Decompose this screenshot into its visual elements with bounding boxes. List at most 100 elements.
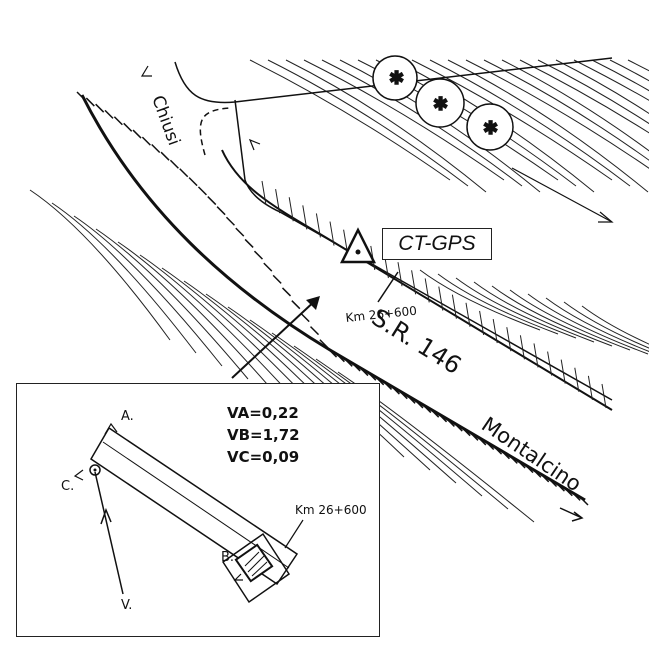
km-pointer: [377, 271, 399, 303]
value-va: VA=0,22: [227, 404, 299, 422]
edge-tooth: [169, 159, 179, 169]
gps-station-label: CT-GPS: [382, 228, 492, 260]
embankment-hatching: [261, 180, 607, 409]
hatch-line: [581, 305, 649, 345]
edge-tooth: [281, 287, 292, 297]
edge-tooth: [235, 227, 245, 237]
hatch-line: [429, 59, 631, 187]
edge-tooth: [225, 216, 235, 226]
arrow-head-icon: [248, 138, 261, 151]
edge-tooth: [343, 357, 353, 367]
edge-tooth: [244, 238, 254, 248]
edge-tooth: [540, 473, 550, 483]
hatch-line: [249, 59, 451, 181]
tree-icon: [415, 78, 465, 128]
road-edge-teeth: [76, 91, 589, 506]
slope-stroke: [492, 318, 498, 344]
edge-tooth: [95, 103, 105, 113]
hatch-line: [563, 301, 649, 349]
slope-stroke: [315, 213, 321, 238]
hatch-line: [447, 59, 649, 193]
arrow-head-icon: [598, 211, 614, 223]
edge-tooth: [438, 413, 448, 423]
edge-tooth: [197, 186, 207, 196]
side-road-curve: [174, 57, 613, 104]
point-a-label: A.: [121, 409, 134, 424]
slope-stroke: [329, 221, 335, 246]
km-pointer: [284, 519, 304, 549]
hatch-line: [627, 59, 649, 72]
slope-stroke: [411, 270, 417, 295]
edge-tooth: [300, 313, 310, 323]
hatch-line: [519, 59, 649, 134]
hatch-line: [303, 59, 505, 181]
hatch-line: [537, 59, 649, 125]
slope-stroke: [275, 189, 281, 214]
edge-tooth: [272, 274, 282, 284]
point-v-label: V.: [121, 598, 132, 613]
edge-tooth: [104, 109, 114, 119]
edge-tooth: [555, 482, 565, 492]
slope-stroke: [519, 335, 525, 360]
arrow-head-icon: [306, 296, 320, 310]
slope-stroke: [506, 327, 512, 352]
slope-stroke: [302, 205, 308, 230]
slope-stroke: [288, 197, 294, 222]
edge-tooth: [132, 129, 142, 139]
hatch-line: [455, 277, 577, 339]
road-edge-left-toothed: [80, 94, 586, 502]
edge-tooth: [398, 390, 408, 400]
edge-tooth: [359, 367, 369, 377]
slope-stroke: [547, 351, 553, 376]
edge-tooth: [85, 97, 95, 107]
direction-label-chiusi: Chiusi: [147, 93, 183, 148]
arrow-head-icon: [104, 422, 118, 435]
edge-tooth: [309, 326, 320, 336]
hatch-line: [483, 59, 649, 161]
km-marker-post-icon: [234, 543, 274, 583]
gps-station-triangle-icon: [339, 227, 377, 264]
edge-tooth: [76, 91, 86, 101]
tree-icon: [372, 55, 418, 101]
inset-detail-box: A. C. B. V. Km 26+600 VA=0,22 VB=1,72 VC…: [16, 383, 380, 637]
slope-stroke: [438, 286, 444, 311]
edge-tooth: [579, 496, 589, 506]
edge-tooth: [141, 136, 151, 146]
edge-tooth: [263, 262, 273, 272]
edge-tooth: [571, 491, 581, 501]
slope-stroke: [601, 383, 607, 409]
property-boundary: [234, 99, 613, 401]
edge-tooth: [367, 371, 377, 381]
edge-tooth: [319, 339, 329, 349]
edge-tooth: [291, 300, 301, 310]
edge-tooth: [351, 362, 361, 372]
hatch-line: [95, 228, 249, 380]
edge-tooth: [113, 116, 123, 126]
hatch-line: [315, 358, 509, 510]
slope-stroke: [560, 359, 566, 384]
edge-tooth: [461, 427, 471, 437]
edge-tooth: [516, 459, 526, 469]
vector-line-v: [94, 471, 124, 595]
edge-tooth: [383, 380, 393, 390]
edge-tooth: [532, 468, 542, 478]
hatch-line: [419, 269, 541, 331]
slope-stroke: [397, 262, 403, 287]
slope-stroke: [574, 367, 580, 392]
hatch-line: [267, 59, 469, 187]
inset-km-marker-label: Km 26+600: [295, 503, 367, 517]
hatch-line: [51, 202, 197, 354]
edge-tooth: [500, 450, 510, 460]
edge-tooth: [430, 408, 440, 418]
hatch-line: [29, 189, 171, 341]
edge-tooth: [253, 250, 264, 260]
hatch-line: [491, 285, 613, 347]
edge-tooth: [493, 445, 503, 455]
slope-stroke: [465, 302, 471, 327]
inset-diagram: A. C. B. V. Km 26+600: [61, 409, 367, 613]
edge-tooth: [508, 454, 518, 464]
arrow-head-icon: [73, 469, 84, 481]
slope-stroke: [424, 278, 430, 303]
slope-stroke: [533, 343, 539, 368]
svg-text:✱: ✱: [389, 68, 404, 89]
